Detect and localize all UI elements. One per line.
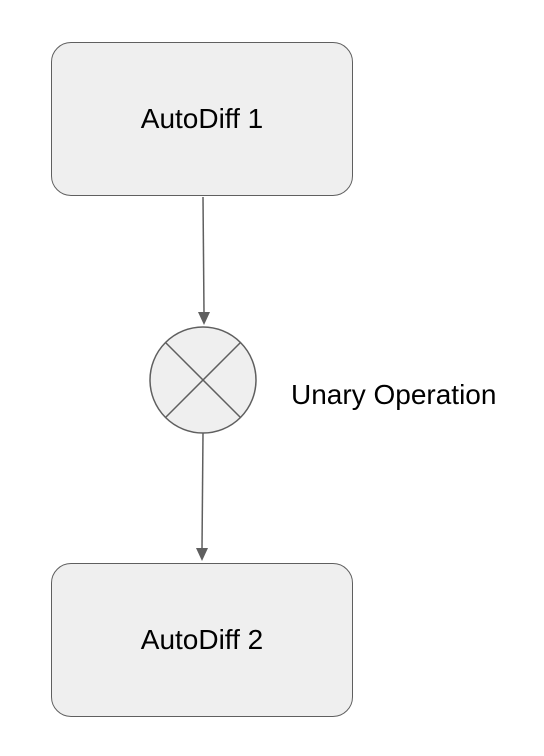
circle-x-operator-icon <box>149 326 257 434</box>
node-label-bottom: AutoDiff 2 <box>140 624 264 655</box>
node-label-top: AutoDiff 1 <box>140 103 264 134</box>
arrow-operation-to-bottom <box>196 432 208 561</box>
autodiff-node-bottom: AutoDiff 2 <box>51 563 353 717</box>
operation-label: Unary Operation <box>291 379 497 410</box>
arrow-top-to-operation <box>198 196 210 325</box>
autodiff-node-top: AutoDiff 1 <box>51 42 353 196</box>
